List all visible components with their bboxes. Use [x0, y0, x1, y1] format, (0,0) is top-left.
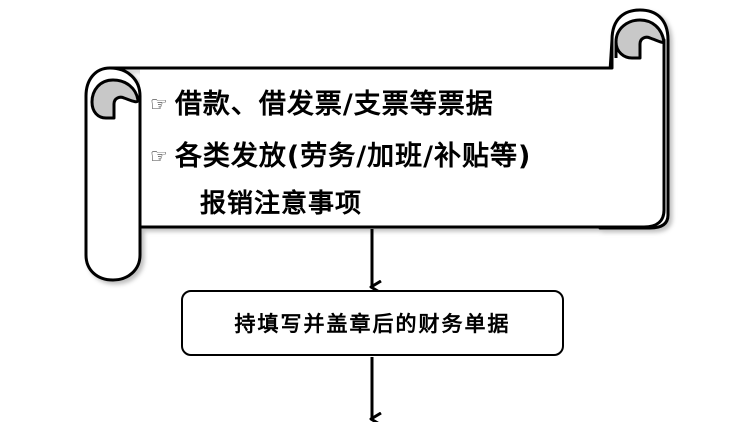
scroll-line-loans: ☞借款、借发票/支票等票据 [150, 82, 494, 121]
scroll-left-curl [90, 78, 140, 120]
scroll-line-loans-text: 借款、借发票/支票等票据 [174, 89, 494, 120]
flow-box-documents: 持填写并盖章后的财务单据 [181, 290, 564, 356]
scroll-sheet-outline [108, 38, 666, 229]
scroll-line-payments: ☞各类发放(劳务/加班/补贴等) [150, 134, 531, 173]
flow-box-label: 持填写并盖章后的财务单据 [234, 311, 511, 336]
pointing-hand-icon: ☞ [150, 144, 169, 168]
scroll-line-payments-text: 各类发放(劳务/加班/补贴等) [174, 141, 532, 172]
scroll-line-title: 报销注意事项 [200, 189, 363, 219]
scroll-top-curl [614, 18, 666, 60]
scroll-sheet [120, 20, 664, 227]
pointing-hand-icon: ☞ [150, 92, 169, 116]
scroll-left-roll [84, 66, 142, 282]
scroll-banner [84, 8, 670, 282]
